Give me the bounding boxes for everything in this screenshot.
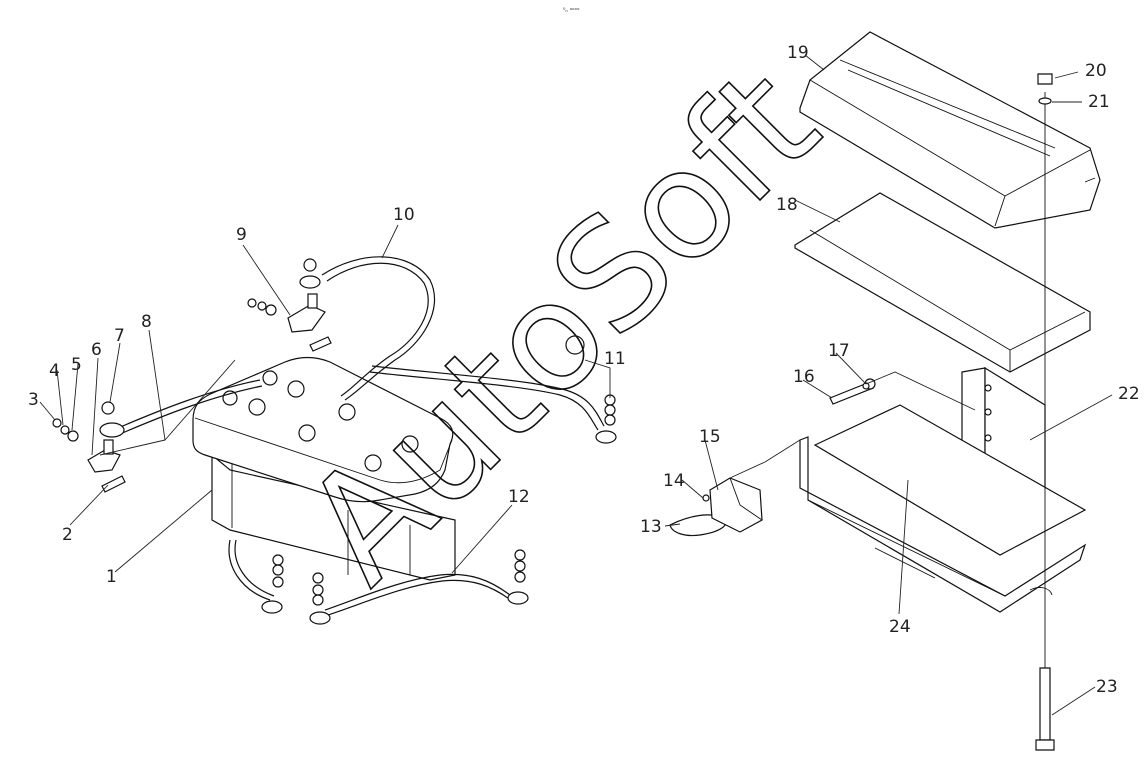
callout-19: 19: [787, 43, 809, 63]
cable-11: [369, 335, 617, 444]
callout-1: 1: [106, 567, 117, 587]
callout-10: 10: [393, 205, 415, 225]
callout-4: 4: [49, 361, 60, 381]
callout-8: 8: [141, 312, 152, 332]
callout-6: 6: [91, 340, 102, 360]
hold-down-clamp: [669, 477, 763, 537]
callout-15: 15: [699, 427, 721, 447]
header-mark: ⁰ₙ ᵒᵒᵒᵒ: [563, 7, 580, 14]
callout-17: 17: [828, 341, 850, 361]
cable-12: [228, 539, 529, 625]
battery-cover: [799, 31, 1101, 229]
battery: [192, 356, 456, 581]
callout-11: 11: [604, 349, 626, 369]
callout-3: 3: [28, 390, 39, 410]
callout-14: 14: [663, 471, 685, 491]
cable-10: [299, 256, 436, 401]
cable-8: [52, 379, 263, 493]
watermark-text: AutoSoft: [272, 37, 851, 616]
callout-9: 9: [236, 225, 247, 245]
battery-tray: [794, 192, 1091, 373]
callout-labels: 1 2 3 4 5 6 7 8 9 10 11 12 13 14 15 16 1…: [28, 43, 1140, 697]
callout-13: 13: [640, 517, 662, 537]
callout-18: 18: [776, 195, 798, 215]
callout-12: 12: [508, 487, 530, 507]
leader-lines: [39, 54, 1113, 716]
callout-7: 7: [114, 326, 125, 346]
clamp-9: [247, 293, 332, 352]
long-bolt: [1035, 73, 1055, 751]
callout-20: 20: [1085, 61, 1107, 81]
callout-2: 2: [62, 525, 73, 545]
callout-22: 22: [1118, 384, 1140, 404]
callout-5: 5: [71, 355, 82, 375]
watermark: AutoSoft: [272, 36, 852, 616]
mounting-bracket: [799, 366, 1087, 613]
callout-23: 23: [1096, 677, 1118, 697]
callout-16: 16: [793, 367, 815, 387]
callout-21: 21: [1088, 92, 1110, 112]
callout-24: 24: [889, 617, 911, 637]
bolt-16: [829, 378, 876, 405]
